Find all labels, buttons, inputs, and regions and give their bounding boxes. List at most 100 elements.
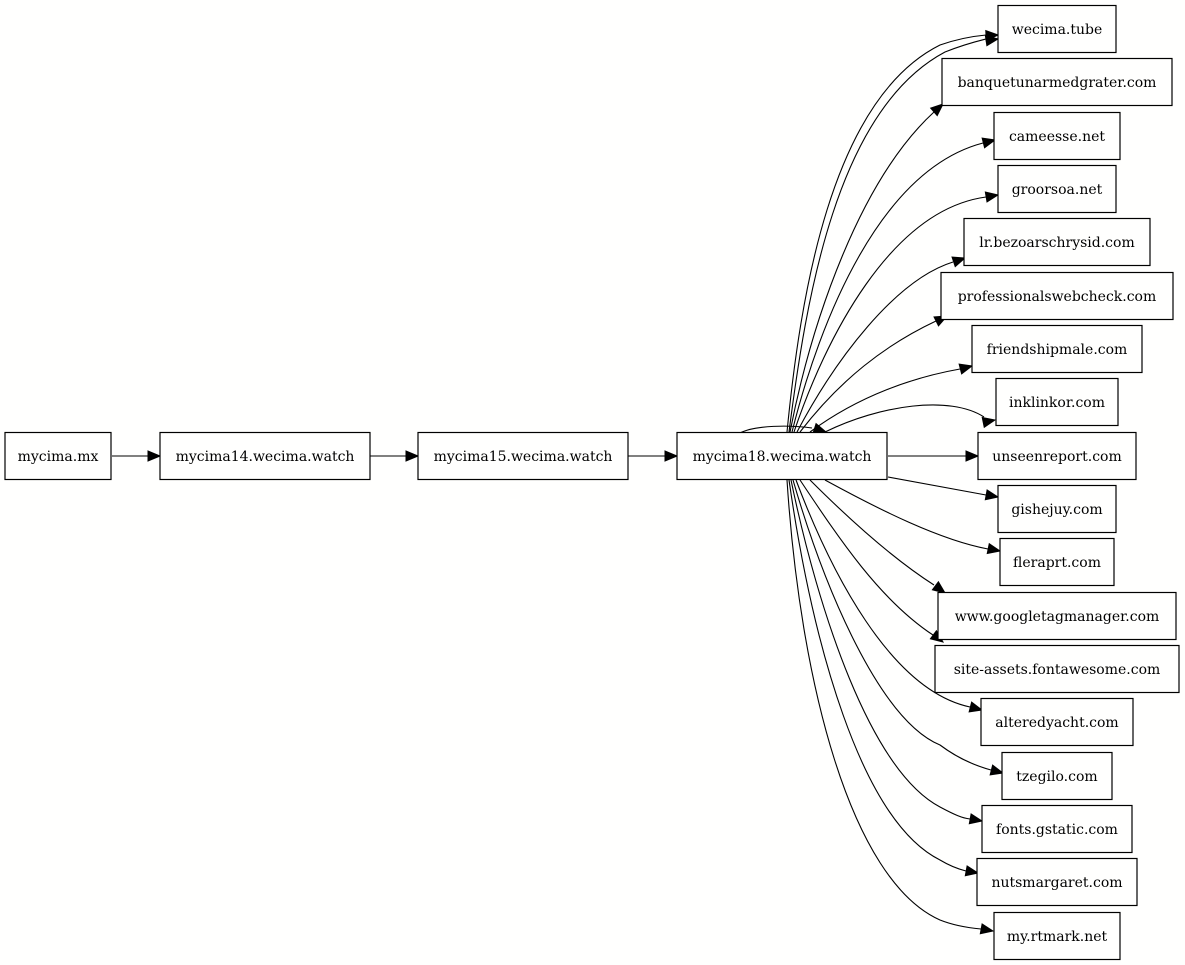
arrowhead-icon <box>958 363 974 375</box>
node-t8: unseenreport.com <box>977 431 1137 481</box>
arrowhead-icon <box>984 35 1000 47</box>
node-t15: fonts.gstatic.com <box>981 804 1133 854</box>
arrowhead-icon <box>984 191 1000 203</box>
node-box <box>676 431 888 481</box>
edge-n2-n3 <box>628 450 679 462</box>
node-box <box>417 431 629 481</box>
edge-n3-t5 <box>799 315 949 433</box>
node-box <box>963 217 1151 267</box>
edge-line <box>887 476 987 496</box>
node-label: my.rtmark.net <box>1007 929 1108 945</box>
node-label: inklinkor.com <box>1009 395 1105 411</box>
node-label: mycima18.wecima.watch <box>693 449 872 465</box>
edge-line <box>739 425 813 434</box>
edge-n3-t8 <box>888 450 980 462</box>
node-t0: wecima.tube <box>997 4 1117 54</box>
arrowhead-icon <box>664 450 679 462</box>
edge-n3-t17 <box>786 479 995 935</box>
edge-line <box>786 479 982 930</box>
edge-line <box>789 111 935 433</box>
node-label: cameesse.net <box>1009 129 1105 145</box>
edge-n3-t16 <box>788 479 980 877</box>
node-box <box>976 857 1138 907</box>
node-box <box>977 431 1137 481</box>
node-box <box>995 377 1119 427</box>
node-box <box>999 537 1115 587</box>
node-box <box>997 4 1117 54</box>
arrowhead-icon <box>405 450 420 462</box>
node-t6: friendshipmale.com <box>971 324 1143 374</box>
node-n1: mycima14.wecima.watch <box>159 431 371 481</box>
edge-line <box>824 479 989 550</box>
node-t3: groorsoa.net <box>997 164 1117 214</box>
node-box <box>4 431 112 481</box>
edge-n1-n2 <box>370 450 420 462</box>
edge-n3-t3 <box>793 191 1000 433</box>
node-label: unseenreport.com <box>992 449 1122 465</box>
edge-line <box>799 479 934 636</box>
edge-n3-t6 <box>809 363 974 433</box>
edge-line <box>799 320 937 433</box>
node-label: mycima.mx <box>18 449 99 465</box>
node-label: professionalswebcheck.com <box>958 289 1157 305</box>
arrowhead-icon <box>981 416 997 429</box>
node-box <box>941 57 1173 107</box>
node-t7: inklinkor.com <box>995 377 1119 427</box>
node-label: lr.bezoarschrysid.com <box>979 235 1134 251</box>
edge-n3-n3 <box>739 422 828 434</box>
node-t14: tzegilo.com <box>1001 751 1113 801</box>
arrowhead-icon <box>951 256 967 268</box>
node-t4: lr.bezoarschrysid.com <box>963 217 1151 267</box>
arrowhead-icon <box>981 137 997 149</box>
edge-n3-t13 <box>795 479 984 713</box>
node-box <box>971 324 1143 374</box>
node-box <box>940 271 1174 321</box>
edge-n3-t7 <box>824 404 997 433</box>
edge-n3-t0 <box>788 35 1000 433</box>
edge-line <box>796 261 954 433</box>
arrowhead-icon <box>989 764 1005 776</box>
node-box <box>934 644 1180 694</box>
node-label: banquetunarmedgrater.com <box>958 75 1157 91</box>
node-n0: mycima.mx <box>4 431 112 481</box>
node-t16: nutsmargaret.com <box>976 857 1138 907</box>
node-n3: mycima18.wecima.watch <box>676 431 888 481</box>
edge-line <box>790 479 971 820</box>
edge-line <box>786 34 987 433</box>
node-label: mycima14.wecima.watch <box>176 449 355 465</box>
arrowhead-icon <box>929 103 944 117</box>
arrowhead-icon <box>979 923 995 935</box>
node-box <box>159 431 371 481</box>
node-label: fleraprt.com <box>1013 555 1101 571</box>
edge-line <box>788 479 967 872</box>
edges-layer <box>112 29 1005 935</box>
edge-line <box>795 479 971 708</box>
node-t12: site-assets.fontawesome.com <box>934 644 1180 694</box>
arrowhead-icon <box>984 489 1000 501</box>
edge-n3-t2 <box>791 137 997 433</box>
edge-line <box>824 404 985 433</box>
node-box <box>993 111 1121 161</box>
edge-n3-t9 <box>887 476 1000 501</box>
edge-line <box>809 479 935 586</box>
edge-line <box>791 142 984 433</box>
node-label: fonts.gstatic.com <box>996 822 1118 838</box>
node-box <box>997 484 1117 534</box>
arrowhead-icon <box>986 542 1002 555</box>
edge-line <box>792 479 992 771</box>
node-t17: my.rtmark.net <box>993 911 1121 961</box>
node-label: tzegilo.com <box>1016 769 1097 785</box>
node-box <box>993 911 1121 961</box>
node-box <box>937 591 1177 641</box>
edge-line <box>793 196 987 433</box>
node-label: wecima.tube <box>1012 22 1103 38</box>
node-t2: cameesse.net <box>993 111 1121 161</box>
node-label: nutsmargaret.com <box>991 875 1122 891</box>
node-label: site-assets.fontawesome.com <box>954 662 1161 678</box>
node-t5: professionalswebcheck.com <box>940 271 1174 321</box>
edge-n3-t1 <box>789 103 944 433</box>
arrowhead-icon <box>968 813 984 825</box>
edge-n3-t14 <box>792 479 1005 776</box>
node-label: friendshipmale.com <box>987 342 1128 358</box>
edge-n3-t4 <box>796 256 967 433</box>
